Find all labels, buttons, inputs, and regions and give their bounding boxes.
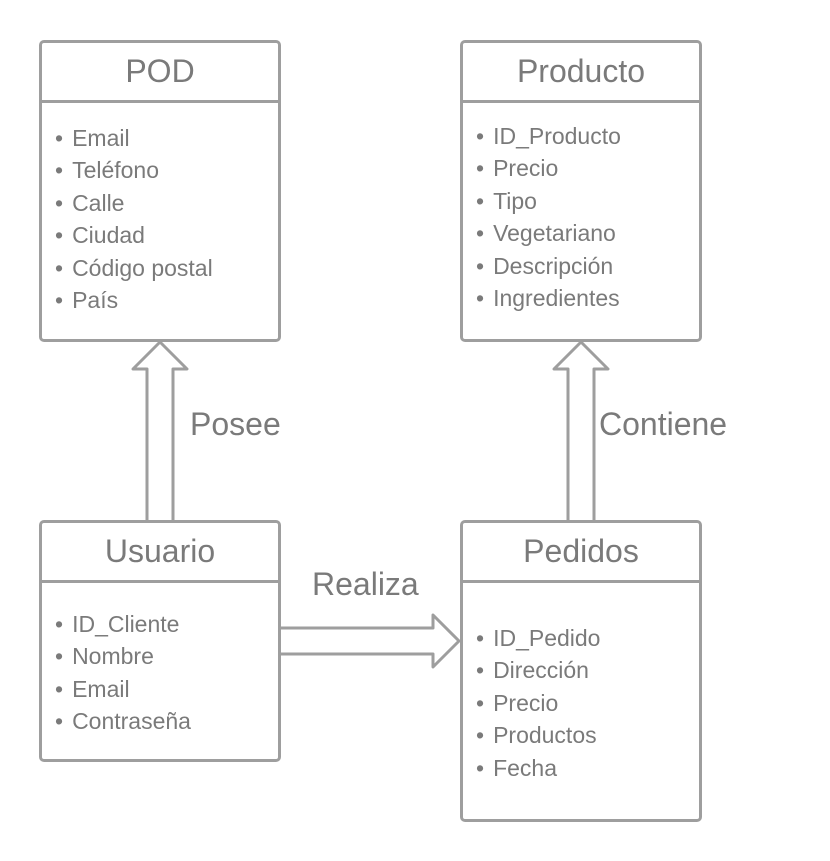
entity-title: Producto	[463, 43, 699, 103]
relationship-label-contiene: Contiene	[599, 406, 728, 442]
posee-arrow	[131, 340, 189, 521]
attribute-item: Productos	[476, 719, 600, 751]
attribute-item: Email	[55, 122, 213, 154]
attribute-item: Dirección	[476, 654, 600, 686]
attribute-item: Descripción	[476, 250, 621, 282]
attribute-item: Nombre	[55, 640, 191, 672]
attribute-item: País	[55, 284, 213, 316]
attribute-item: Fecha	[476, 752, 600, 784]
attribute-item: Precio	[476, 152, 621, 184]
attribute-item: Email	[55, 673, 191, 705]
attribute-list: ID_Cliente Nombre Email Contraseña	[55, 608, 191, 738]
attribute-item: Contraseña	[55, 705, 191, 737]
attribute-item: Teléfono	[55, 154, 213, 186]
entity-pod: POD Email Teléfono Calle Ciudad Código p…	[39, 40, 281, 342]
attribute-item: Código postal	[55, 252, 213, 284]
entity-pedidos: Pedidos ID_Pedido Dirección Precio Produ…	[460, 520, 702, 822]
contiene-arrow	[552, 340, 610, 521]
entity-producto: Producto ID_Producto Precio Tipo Vegetar…	[460, 40, 702, 342]
relationship-label-realiza: Realiza	[312, 566, 419, 602]
attribute-list: ID_Producto Precio Tipo Vegetariano Desc…	[476, 120, 621, 314]
attribute-list: ID_Pedido Dirección Precio Productos Fec…	[476, 622, 600, 784]
attribute-list: Email Teléfono Calle Ciudad Código posta…	[55, 122, 213, 316]
attribute-item: Precio	[476, 687, 600, 719]
attribute-item: ID_Pedido	[476, 622, 600, 654]
entity-title: POD	[42, 43, 278, 103]
entity-title: Usuario	[42, 523, 278, 583]
attribute-item: Tipo	[476, 185, 621, 217]
realiza-arrow	[281, 613, 461, 669]
entity-usuario: Usuario ID_Cliente Nombre Email Contrase…	[39, 520, 281, 762]
attribute-item: Ciudad	[55, 219, 213, 251]
attribute-item: Ingredientes	[476, 282, 621, 314]
entity-title: Pedidos	[463, 523, 699, 583]
relationship-label-posee: Posee	[190, 406, 281, 442]
attribute-item: ID_Producto	[476, 120, 621, 152]
attribute-item: ID_Cliente	[55, 608, 191, 640]
attribute-item: Calle	[55, 187, 213, 219]
attribute-item: Vegetariano	[476, 217, 621, 249]
